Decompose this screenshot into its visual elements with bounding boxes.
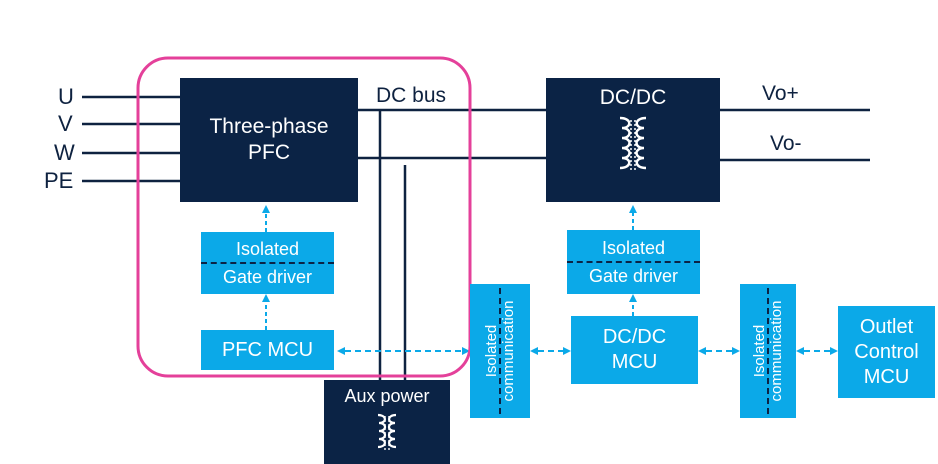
arrowhead-comm-dcdc-right: [698, 347, 706, 355]
isolation-barrier: [767, 288, 769, 414]
outlet-mcu-line1: Outlet: [859, 315, 914, 338]
isolated-communication-1-label: Isolated communication: [483, 301, 517, 402]
iso-comm-1-line1: Isolated: [483, 324, 500, 378]
arrowhead-gate-to-dcdc: [629, 205, 637, 213]
pfc-gate-driver-line1: Isolated: [235, 239, 300, 259]
input-label-u: U: [58, 84, 74, 109]
arrowhead-comm-iso1-left: [462, 347, 470, 355]
pfc-isolated-gate-driver: Isolated Gate driver: [201, 232, 334, 294]
three-phase-pfc-block: Three-phase PFC: [180, 78, 358, 202]
arrowhead-comm-iso1-right: [530, 347, 538, 355]
dcdc-gate-driver-line1: Isolated: [601, 238, 666, 258]
dcdc-mcu-line1: DC/DC: [602, 326, 667, 348]
aux-power-label: Aux power: [344, 386, 430, 406]
arrowhead-comm-dcdc-left: [563, 347, 571, 355]
isolated-communication-2: [740, 284, 796, 418]
isolated-communication-1: [470, 284, 530, 418]
pfc-gate-driver-line2: Gate driver: [222, 267, 313, 287]
isolation-barrier: [201, 262, 334, 264]
aux-power-block: Aux power: [324, 380, 450, 464]
iso-comm-2-line1: Isolated: [751, 324, 768, 378]
dc-bus-label: DC bus: [376, 84, 447, 107]
arrowhead-mcu-to-gate-dcdc: [629, 294, 637, 302]
isolation-barrier: [567, 261, 700, 263]
iso-comm-2-line2: communication: [768, 300, 785, 402]
dcdc-gate-driver-line2: Gate driver: [588, 266, 679, 286]
outlet-mcu-line3: MCU: [863, 365, 910, 388]
outlet-control-mcu-block: Outlet Control MCU: [838, 306, 935, 398]
arrowhead-comm-outlet: [830, 347, 838, 355]
input-label-pe: PE: [44, 168, 74, 193]
arrowhead-comm-iso2-right: [796, 347, 804, 355]
arrowhead-gate-to-pfc: [262, 205, 270, 213]
dcdc-isolated-gate-driver: Isolated Gate driver: [567, 230, 700, 294]
transformer-icon: [377, 413, 397, 451]
pfc-mcu-label: PFC MCU: [221, 338, 314, 361]
isolation-barrier: [499, 288, 501, 414]
output-label-positive: Vo+: [762, 82, 799, 105]
pfc-title-line2: PFC: [248, 141, 290, 164]
isolated-communication-2-label: Isolated communication: [751, 301, 785, 402]
iso-comm-1-line2: communication: [500, 300, 517, 402]
transformer-icon: [619, 116, 647, 172]
arrowhead-comm-pfc: [337, 347, 345, 355]
dcdc-mcu-line2: MCU: [611, 351, 658, 373]
dcdc-title: DC/DC: [599, 86, 667, 109]
arrowhead-comm-iso2-left: [732, 347, 740, 355]
input-label-w: W: [54, 140, 75, 165]
pfc-mcu-block: PFC MCU: [201, 330, 334, 370]
output-label-negative: Vo-: [770, 132, 802, 155]
dcdc-converter-block: DC/DC: [546, 78, 720, 202]
input-label-v: V: [58, 111, 73, 136]
pfc-highlight-outline: [136, 56, 472, 378]
pfc-title-line1: Three-phase: [209, 115, 329, 138]
arrowhead-mcu-to-gate: [262, 294, 270, 302]
outlet-mcu-line2: Control: [854, 340, 919, 363]
dcdc-mcu-block: DC/DC MCU: [571, 316, 698, 384]
